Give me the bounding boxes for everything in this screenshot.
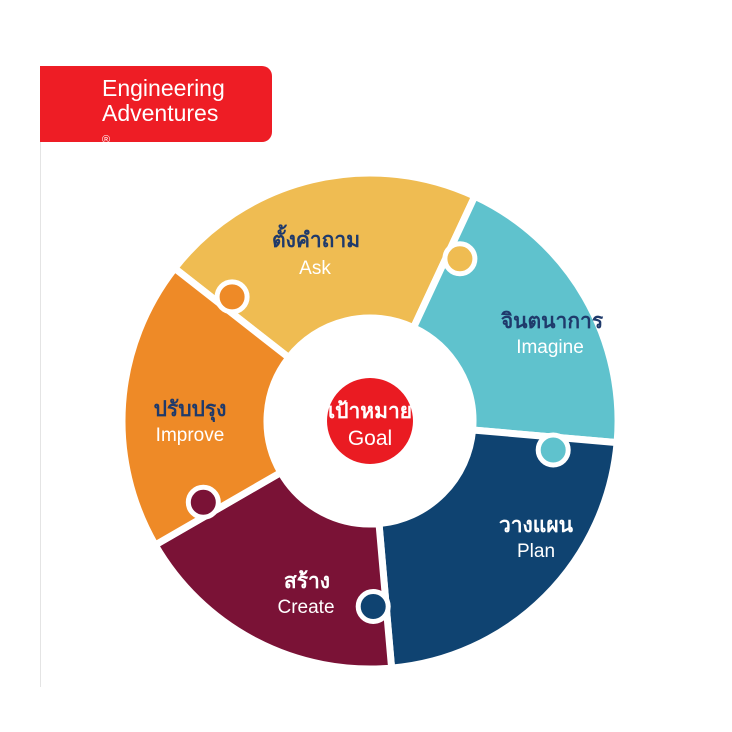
puzzle-tab-create <box>185 484 221 520</box>
step-improve-thai: ปรับปรุง <box>154 397 227 423</box>
brand-line-2: Adventures ® <box>102 101 272 151</box>
step-imagine-english: Imagine <box>516 337 584 358</box>
step-ask-english: Ask <box>299 258 331 279</box>
left-divider <box>40 142 41 687</box>
segment-create <box>151 469 396 673</box>
registered-mark: ® <box>102 134 111 146</box>
goal-english-label: Goal <box>348 427 392 450</box>
puzzle-segments <box>118 169 622 673</box>
step-plan-thai: วางแผน <box>499 513 574 537</box>
segment-ask <box>171 169 479 362</box>
step-ask-thai: ตั้งคำถาม <box>272 224 360 252</box>
brand-line-2-text: Adventures <box>102 100 219 126</box>
goal-circle <box>327 378 413 464</box>
puzzle-tab-plan <box>355 589 391 624</box>
segment-plan <box>375 426 621 672</box>
brand-logo-box: Engineering Adventures ® <box>40 66 272 146</box>
step-improve-english: Improve <box>156 425 225 446</box>
step-create-english: Create <box>277 597 334 618</box>
goal-thai-label: เป้าหมาย <box>328 399 412 423</box>
puzzle-tab-improve <box>214 279 250 315</box>
segment-improve <box>118 264 293 549</box>
puzzle-tab-ask <box>442 241 478 277</box>
step-imagine-thai: จินตนาการ <box>500 309 604 333</box>
brand-line-1: Engineering <box>102 75 225 101</box>
step-plan-english: Plan <box>517 541 555 562</box>
puzzle-tab-imagine <box>535 432 571 468</box>
step-create-thai: สร้าง <box>284 569 330 593</box>
